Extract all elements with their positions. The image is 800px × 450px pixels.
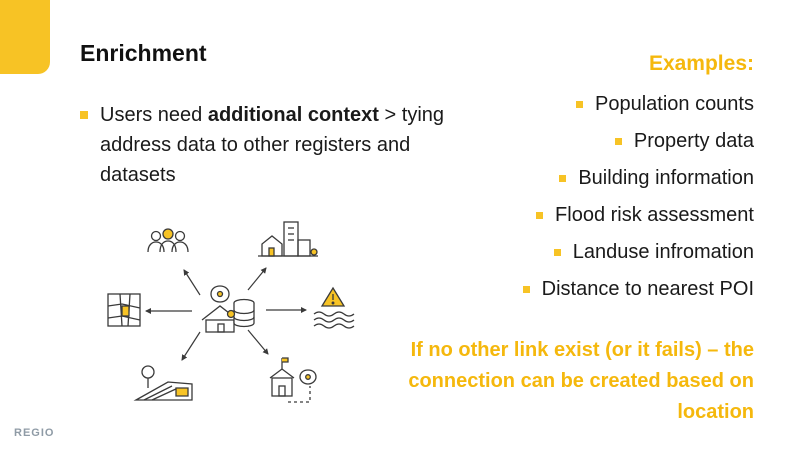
landuse-icon	[133, 365, 193, 401]
enrichment-diagram-svg	[107, 221, 355, 403]
examples-list: Population counts Property data Building…	[522, 86, 754, 308]
example-label: Building information	[578, 167, 754, 189]
arrow-to-landuse	[181, 331, 201, 361]
arrow-to-buildings	[247, 267, 267, 291]
example-label: Property data	[633, 130, 754, 152]
example-label: Population counts	[594, 93, 754, 115]
bullet-square	[614, 138, 622, 145]
example-item: Distance to nearest POI	[522, 271, 754, 308]
bullet-square	[553, 249, 561, 256]
example-label: Landuse infromation	[572, 241, 754, 263]
main-bullet: Users need additional context > tying ad…	[80, 100, 480, 190]
location-note: If no other link exist (or it fails) – t…	[408, 339, 754, 423]
bullet-square	[522, 286, 530, 293]
bullet-bold: additional context	[207, 104, 379, 126]
arrow-to-school	[247, 329, 269, 355]
bullet-suffix: > tying address data to other registers …	[100, 104, 445, 186]
bullet-prefix: Users need	[100, 104, 208, 126]
corner-accent-tab	[0, 0, 50, 74]
house-location-database-icon	[201, 285, 255, 333]
enrichment-diagram	[88, 210, 378, 420]
regio-logo: REGIO	[14, 427, 55, 439]
people-icon	[147, 228, 189, 253]
slide-title: Enrichment	[80, 40, 207, 66]
example-label: Distance to nearest POI	[541, 278, 754, 300]
example-item: Landuse infromation	[523, 234, 754, 271]
map-grid-icon	[107, 293, 141, 327]
example-item: Building information	[523, 160, 754, 197]
flood-warning-icon	[313, 286, 355, 329]
example-item: Flood risk assessment	[523, 197, 754, 234]
arrow-to-people	[183, 269, 201, 296]
bullet-square	[536, 212, 544, 219]
example-item: Population counts	[523, 86, 754, 123]
examples-title: Examples:	[648, 52, 754, 75]
connector-arrows	[145, 267, 307, 361]
buildings-icon	[258, 221, 318, 257]
bullet-square	[80, 111, 88, 119]
example-label: Flood risk assessment	[555, 204, 754, 226]
school-location-icon	[269, 357, 317, 403]
bullet-square	[575, 101, 583, 108]
bullet-square	[559, 175, 567, 182]
example-item: Property data	[523, 123, 754, 160]
main-bullet-text: Users need additional context > tying ad…	[80, 100, 480, 190]
